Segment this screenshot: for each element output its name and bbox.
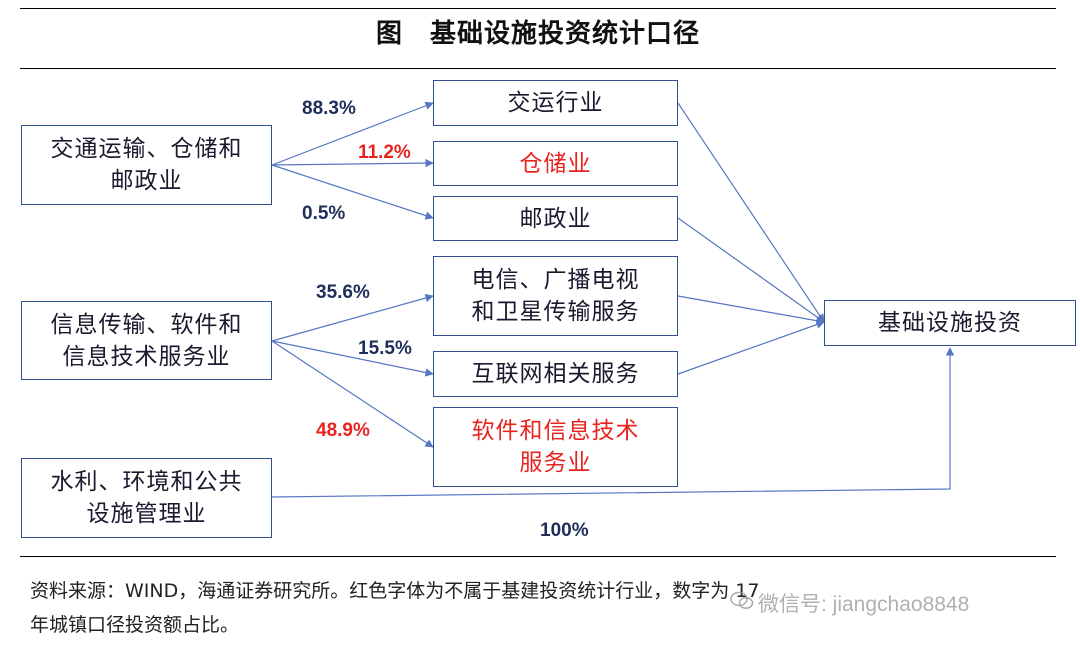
arrow-transport-to-cangchu [271,158,434,168]
title-rule [20,68,1056,69]
sub-box-software: 软件和信息技术 服务业 [433,407,678,487]
sub-box-youzheng: 邮政业 [433,196,678,241]
target-box: 基础设施投资 [824,300,1076,346]
source-box-info: 信息传输、软件和 信息技术服务业 [21,301,272,380]
watermark-text: 微信号: jiangchao8848 [758,593,970,616]
source-line: 信息传输、软件和 [50,311,243,338]
pct-telecom: 35.6% [316,282,370,303]
source-line: 信息技术服务业 [62,343,231,370]
pct-software: 48.9% [316,420,370,441]
sub-box-telecom: 电信、广播电视 和卫星传输服务 [433,256,678,336]
arrow-info-to-internet [271,340,434,377]
figure-title: 图 基础设施投资统计口径 [375,19,700,49]
pct-jiaoyun: 88.3% [302,98,356,119]
sub-box-jiaoyun: 交运行业 [433,80,678,126]
sub-label: 软件和信息技术 [471,418,640,444]
arrow-internet-to-target [677,320,825,375]
target-label: 基础设施投资 [878,310,1022,336]
pct-cangchu: 11.2% [358,142,411,163]
arrow-jiaoyun-to-target [677,102,825,323]
sub-label: 仓储业 [519,150,592,177]
arrow-info-to-telecom [271,293,434,342]
sub-label: 互联网相关服务 [471,361,640,387]
top-rule [20,8,1056,9]
note-line: 资料来源：WIND，海通证券研究所。红色字体为不属于基建投资统计行业，数字为 1… [30,580,760,602]
pct-water: 100% [540,520,589,541]
pct-internet: 15.5% [358,338,412,359]
arrow-youzheng-to-target [677,217,825,323]
arrow-water-to-target [271,347,955,498]
sub-box-internet: 互联网相关服务 [433,351,678,397]
sub-label: 服务业 [519,450,592,476]
sub-label: 交运行业 [507,90,604,116]
arrow-telecom-to-target [677,295,825,325]
watermark: 微信号: jiangchao8848 [730,588,969,618]
arrow-transport-to-youzheng [271,164,434,220]
source-box-transport: 交通运输、仓储和 邮政业 [21,125,272,205]
sub-label: 电信、广播电视 [471,267,640,293]
source-line: 水利、环境和公共 [50,469,243,495]
source-box-water: 水利、环境和公共 设施管理业 [21,458,272,538]
bottom-rule [20,556,1056,557]
note-line: 年城镇口径投资额占比。 [30,614,240,636]
source-line: 设施管理业 [86,501,207,527]
sub-box-cangchu: 仓储业 [433,141,678,186]
pct-youzheng: 0.5% [302,203,346,224]
source-line: 交通运输、仓储和 [50,136,243,162]
source-note: 资料来源：WIND，海通证券研究所。红色字体为不属于基建投资统计行业，数字为 1… [30,574,1050,642]
wechat-icon [730,591,754,617]
arrow-transport-to-jiaoyun [271,101,434,166]
sub-label: 和卫星传输服务 [471,299,640,325]
sub-label: 邮政业 [519,205,592,232]
source-line: 邮政业 [110,168,183,194]
arrow-info-to-software [271,340,434,448]
